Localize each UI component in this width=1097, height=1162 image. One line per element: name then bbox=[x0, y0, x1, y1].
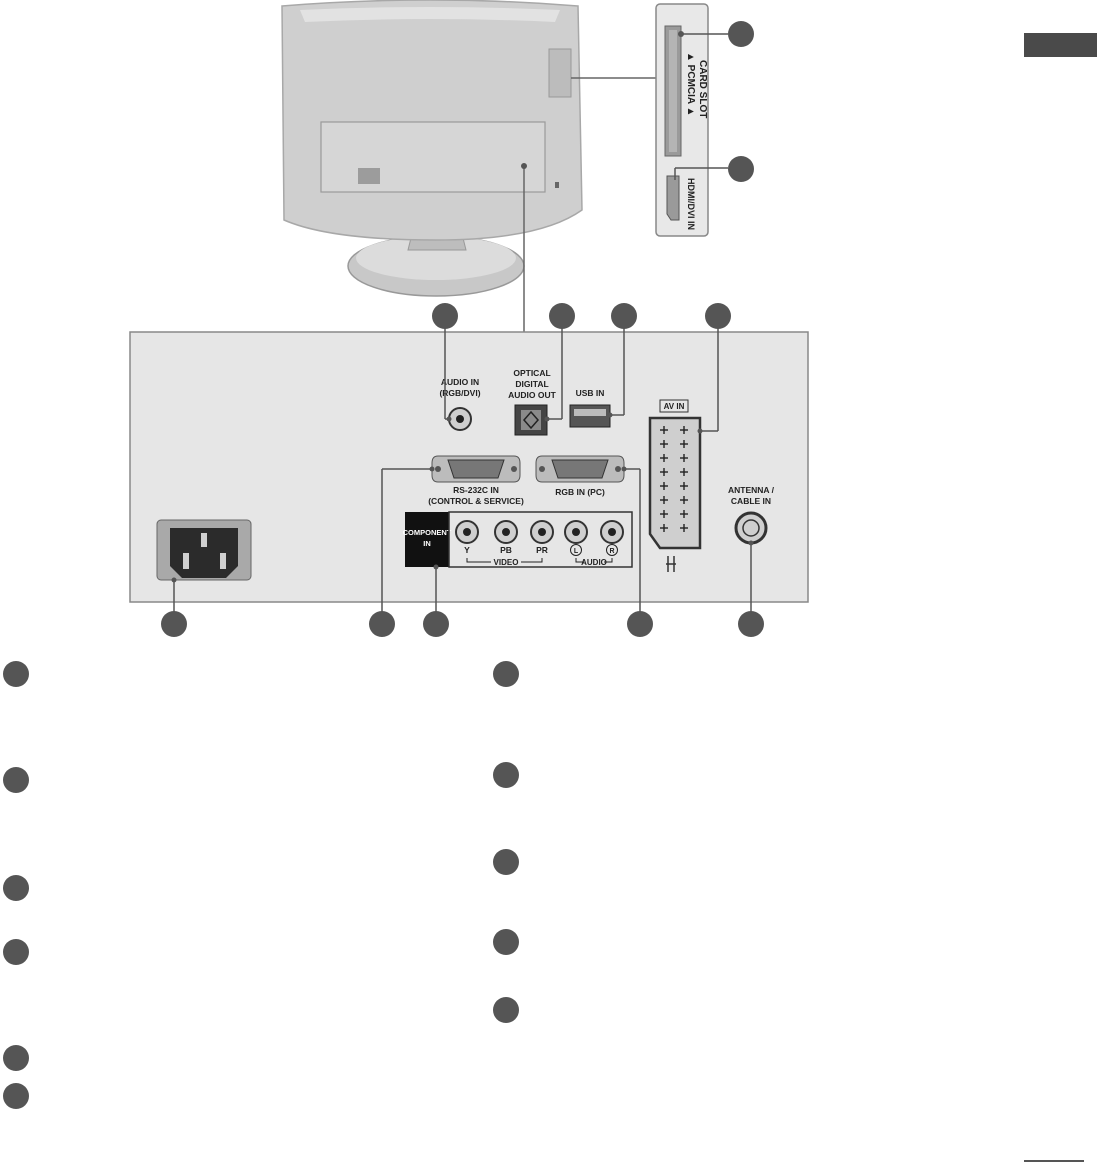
rs232c-label: RS-232C IN bbox=[453, 485, 499, 495]
page-number-rule bbox=[1024, 1160, 1084, 1162]
callout-rs232c bbox=[369, 611, 395, 637]
legend-bullet bbox=[493, 661, 519, 687]
hdmi-dvi-in-label: HDMI/DVI IN bbox=[686, 178, 696, 230]
legend-bullet bbox=[3, 1045, 29, 1071]
video-label: VIDEO bbox=[494, 558, 519, 567]
av-in-scart-port bbox=[648, 416, 702, 550]
usb-in-label: USB IN bbox=[576, 388, 605, 398]
side-panel: ▲ PCMCIA ▲ CARD SLOT HDMI/DVI IN bbox=[655, 3, 728, 237]
optical-label-1: OPTICAL bbox=[513, 368, 550, 378]
callout-pcmcia bbox=[728, 21, 754, 47]
callout-component bbox=[423, 611, 449, 637]
component-pb-label: PB bbox=[500, 545, 512, 555]
tv-body bbox=[281, 0, 583, 241]
component-in-label: IN bbox=[423, 539, 431, 548]
optical-label-3: AUDIO OUT bbox=[508, 390, 557, 400]
language-tab bbox=[1024, 33, 1097, 57]
legend-bullet bbox=[3, 767, 29, 793]
rgb-in-label: RGB IN (PC) bbox=[555, 487, 605, 497]
back-panel: AUDIO IN (RGB/DVI) OPTICAL DIGITAL AUDIO… bbox=[129, 331, 809, 603]
optical-label-2: DIGITAL bbox=[515, 379, 548, 389]
hdmi-port bbox=[666, 175, 680, 221]
callout-optical bbox=[549, 303, 575, 329]
tv-rear-view bbox=[281, 0, 656, 332]
audio-label: AUDIO bbox=[581, 558, 607, 567]
component-label: COMPONENT bbox=[403, 528, 452, 537]
component-pr-label: PR bbox=[536, 545, 548, 555]
cable-in-label: CABLE IN bbox=[731, 496, 771, 506]
legend-bullet bbox=[493, 762, 519, 788]
card-slot-label: CARD SLOT bbox=[697, 60, 708, 118]
antenna-jack bbox=[734, 511, 768, 545]
rgb-in-pc-port bbox=[535, 455, 625, 483]
power-inlet bbox=[156, 519, 252, 581]
callout-power bbox=[161, 611, 187, 637]
callout-rgb-in bbox=[627, 611, 653, 637]
tv-rear-panel-recess bbox=[320, 121, 546, 193]
legend-bullet bbox=[493, 929, 519, 955]
callout-audio-in bbox=[432, 303, 458, 329]
antenna-label: ANTENNA / bbox=[728, 485, 775, 495]
pcmcia-label: ▲ PCMCIA ▲ bbox=[685, 52, 696, 116]
legend-bullet bbox=[3, 939, 29, 965]
tv-side-port-recess bbox=[548, 48, 572, 98]
component-y-label: Y bbox=[464, 545, 470, 555]
callout-av-in bbox=[705, 303, 731, 329]
component-jacks bbox=[455, 520, 624, 544]
audio-in-sub-label: (RGB/DVI) bbox=[439, 388, 480, 398]
legend-bullet bbox=[493, 997, 519, 1023]
component-r-label: R bbox=[609, 548, 614, 555]
callout-usb bbox=[611, 303, 637, 329]
callout-antenna bbox=[738, 611, 764, 637]
av-in-label: AV IN bbox=[664, 402, 685, 411]
audio-in-label: AUDIO IN bbox=[441, 377, 479, 387]
legend-bullet bbox=[493, 849, 519, 875]
callout-hdmi bbox=[728, 156, 754, 182]
rs232c-port bbox=[431, 455, 521, 483]
legend-bullet bbox=[3, 875, 29, 901]
component-l-label: L bbox=[574, 548, 579, 555]
rs232c-sub-label: (CONTROL & SERVICE) bbox=[428, 496, 524, 506]
component-in-block bbox=[405, 512, 449, 567]
legend-bullet bbox=[3, 661, 29, 687]
legend-bullet bbox=[3, 1083, 29, 1109]
